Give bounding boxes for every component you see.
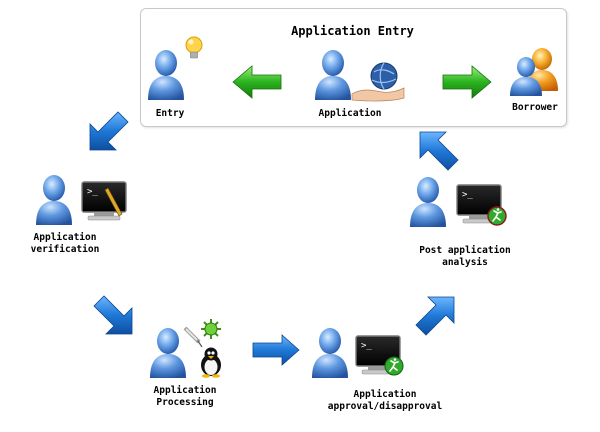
terminal-pen-icon: >_ bbox=[81, 181, 127, 221]
terminal-run-icon: >_ bbox=[355, 335, 404, 376]
verification-label-line1: Application bbox=[33, 232, 97, 243]
blue-arrow-right-icon bbox=[252, 334, 300, 366]
blue-arrow-down-left-icon bbox=[89, 111, 129, 151]
approval-user-icon bbox=[312, 328, 348, 378]
post-analysis-user-icon bbox=[410, 177, 446, 227]
blue-arrow-up-left-icon bbox=[419, 131, 459, 171]
approval-label-line1: Application bbox=[353, 389, 417, 400]
hand-globe-icon bbox=[351, 62, 405, 102]
processing-user-icon bbox=[150, 328, 186, 378]
borrower-label: Borrower bbox=[512, 102, 558, 113]
application-label: Application bbox=[318, 108, 382, 119]
syringe-icon bbox=[183, 326, 203, 348]
blue-arrow-up-right-icon bbox=[415, 296, 455, 336]
verification-label-line2: verification bbox=[30, 244, 100, 255]
processing-label-line1: Application bbox=[153, 385, 217, 396]
svg-text:>_: >_ bbox=[462, 190, 473, 200]
verification-user-icon bbox=[36, 175, 72, 225]
processing-label-line2: Processing bbox=[156, 397, 214, 408]
penguin-icon bbox=[201, 347, 221, 378]
virus-bug-icon bbox=[201, 319, 221, 339]
diagram-title: Application Entry bbox=[291, 24, 414, 38]
green-arrow-right-icon bbox=[442, 65, 492, 99]
blue-arrow-down-right-icon bbox=[93, 295, 133, 335]
svg-text:>_: >_ bbox=[87, 187, 98, 197]
svg-text:>_: >_ bbox=[361, 341, 372, 351]
green-arrow-left-icon bbox=[232, 65, 282, 99]
entry-user-icon bbox=[148, 50, 184, 100]
application-entry-panel bbox=[140, 8, 567, 127]
approval-label-line2: approval/disapproval bbox=[327, 401, 443, 412]
post-analysis-label-line2: analysis bbox=[442, 257, 488, 268]
entry-label: Entry bbox=[155, 108, 185, 119]
application-user-icon bbox=[315, 50, 351, 100]
terminal-run-icon-2: >_ bbox=[456, 184, 507, 226]
borrower-users-icon bbox=[510, 48, 558, 96]
post-analysis-label-line1: Post application bbox=[419, 245, 511, 256]
lightbulb-icon bbox=[185, 36, 203, 59]
